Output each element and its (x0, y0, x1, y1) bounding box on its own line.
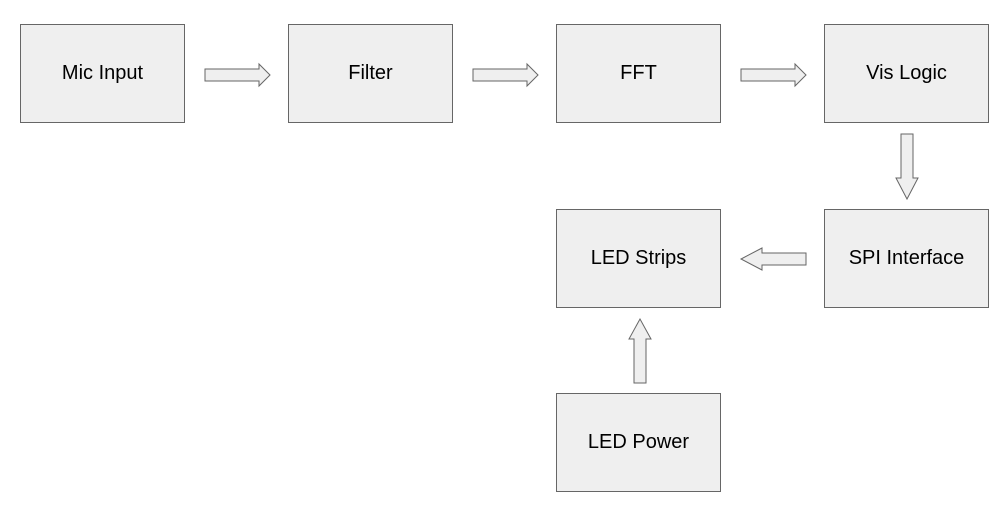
arrow-led-power-to-led-strips (628, 317, 652, 384)
fft-label: FFT (620, 62, 657, 84)
arrow-filter-to-fft (472, 62, 539, 88)
led-strips-label: LED Strips (590, 247, 687, 269)
filter-block: Filter (288, 24, 453, 123)
led-power-block: LED Power (556, 393, 721, 492)
fft-block: FFT (556, 24, 721, 123)
mic-input-block: Mic Input (20, 24, 185, 123)
filter-label: Filter (348, 62, 393, 84)
led-power-label: LED Power (587, 431, 690, 453)
led-strips-block: LED Strips (556, 209, 721, 308)
mic-input-label: Mic Input (61, 62, 144, 84)
spi-interface-label: SPI Interface (848, 247, 965, 269)
spi-interface-block: SPI Interface (824, 209, 989, 308)
arrow-vis-logic-to-spi (895, 133, 919, 201)
vis-logic-label: Vis Logic (866, 62, 947, 84)
vis-logic-block: Vis Logic (824, 24, 989, 123)
arrow-spi-to-led-strips (739, 247, 807, 271)
arrow-fft-to-vis-logic (740, 62, 807, 88)
arrow-mic-to-filter (204, 62, 271, 88)
